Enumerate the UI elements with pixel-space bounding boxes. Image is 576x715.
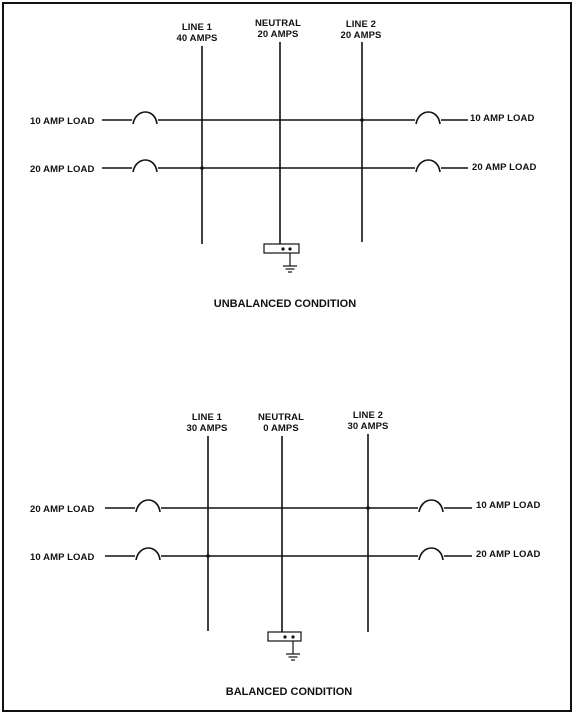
line2-amps: 30 AMPS [347, 421, 388, 432]
junction-dot [366, 506, 370, 510]
neutral-bar [263, 243, 300, 254]
left-load-2-label: 10 AMP LOAD [30, 552, 94, 563]
line2-name: LINE 2 [353, 410, 383, 421]
terminal-dot [283, 635, 287, 639]
line1-amps: 30 AMPS [186, 423, 227, 434]
neutral-amps: 0 AMPS [263, 423, 299, 434]
balanced-diagram: LINE 1 30 AMPS NEUTRAL 0 AMPS LINE 2 30 … [30, 410, 540, 698]
breaker-right-2-icon [418, 547, 444, 561]
line1-amps: 40 AMPS [176, 33, 217, 44]
junction-dot [206, 554, 210, 558]
breaker-right-1-icon [418, 499, 444, 513]
junction-dot [360, 118, 364, 122]
breaker-right-1-icon [415, 111, 441, 125]
terminal-dot [291, 635, 295, 639]
right-load-2-label: 20 AMP LOAD [472, 162, 536, 173]
balanced-caption: BALANCED CONDITION [226, 686, 353, 698]
line1-name: LINE 1 [182, 22, 213, 33]
unbalanced-diagram: LINE 1 40 AMPS NEUTRAL 20 AMPS LINE 2 20… [30, 18, 536, 310]
neutral-name: NEUTRAL [258, 412, 304, 423]
breaker-left-2-icon [132, 159, 158, 173]
line1-name: LINE 1 [192, 412, 223, 423]
breaker-left-1-icon [135, 499, 161, 513]
line2-amps: 20 AMPS [340, 30, 381, 41]
breaker-right-2-icon [415, 159, 441, 173]
right-load-1-label: 10 AMP LOAD [476, 500, 540, 511]
line2-name: LINE 2 [346, 19, 376, 30]
ground-icon [286, 641, 300, 661]
breaker-left-2-icon [135, 547, 161, 561]
unbalanced-caption: UNBALANCED CONDITION [214, 298, 356, 310]
left-load-1-label: 10 AMP LOAD [30, 116, 94, 127]
terminal-dot [288, 247, 292, 251]
terminal-dot [281, 247, 285, 251]
neutral-bar [267, 631, 302, 642]
neutral-name: NEUTRAL [255, 18, 301, 29]
breaker-left-1-icon [132, 111, 158, 125]
junction-dot [200, 166, 204, 170]
right-load-2-label: 20 AMP LOAD [476, 549, 540, 560]
ground-icon [283, 253, 297, 273]
left-load-1-label: 20 AMP LOAD [30, 504, 94, 515]
right-load-1-label: 10 AMP LOAD [470, 113, 534, 124]
neutral-amps: 20 AMPS [257, 29, 298, 40]
left-load-2-label: 20 AMP LOAD [30, 164, 94, 175]
